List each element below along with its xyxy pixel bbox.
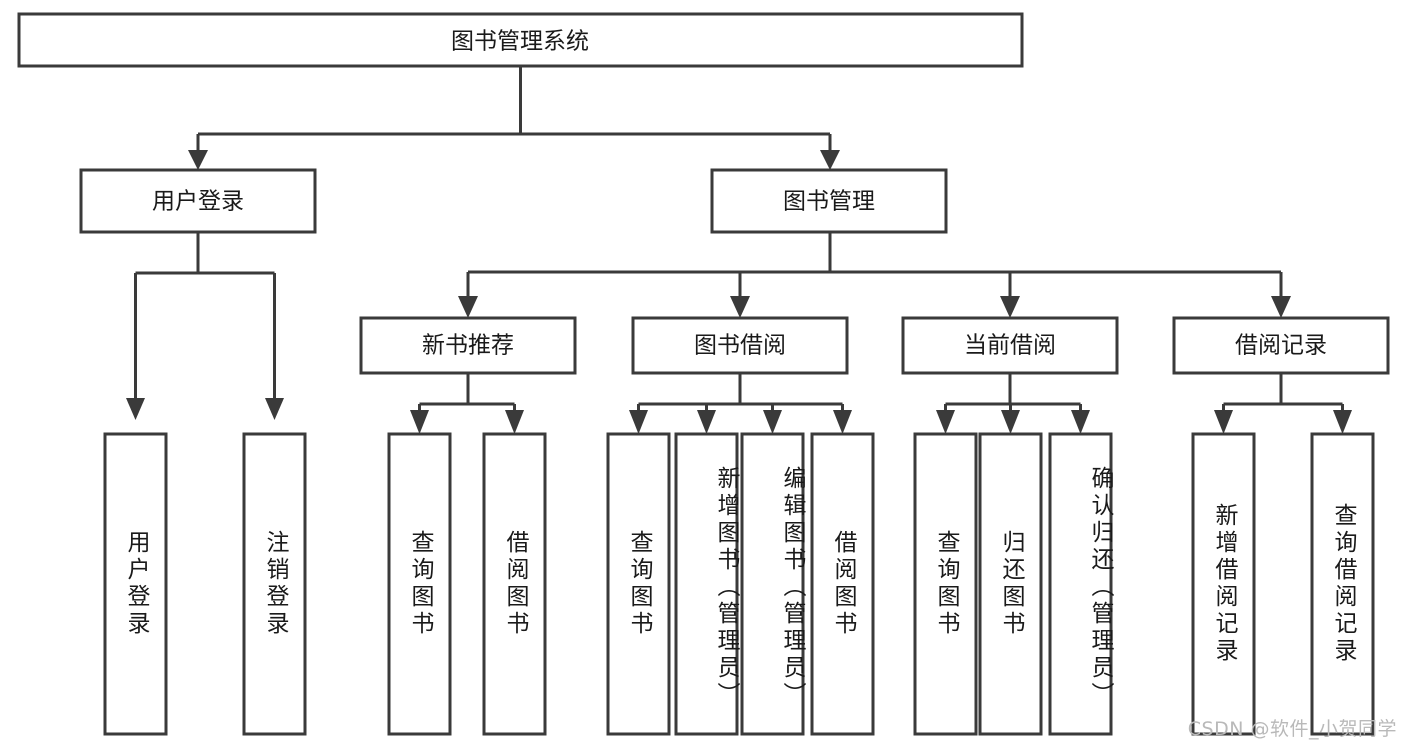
node-leaf-borrow-edit-box[interactable] (740, 432, 805, 736)
node-current-borrow-box[interactable] (901, 316, 1119, 375)
arrow-head-current-return (1001, 410, 1020, 434)
node-user-login-box[interactable] (79, 168, 317, 234)
node-book-management-label: 图书管理 (783, 189, 875, 215)
arrow-head-to-book-borrow (730, 296, 750, 318)
node-new-book-box[interactable] (359, 316, 577, 375)
node-user-login-label: 用户登录 (152, 189, 244, 215)
connector-group-root (188, 66, 840, 170)
node-leaf-current-query-box[interactable] (913, 432, 978, 736)
arrow-head-to-borrow-records (1271, 296, 1291, 318)
node-leaf-borrow-query-box[interactable] (606, 432, 671, 736)
node-leaf-user-login-box[interactable] (103, 432, 168, 736)
arrow-head-records-add (1214, 410, 1233, 434)
arrow-head-borrow-add (697, 410, 716, 434)
node-book-management-box[interactable] (710, 168, 948, 234)
node-leaf-borrow-add-box[interactable] (674, 432, 739, 736)
arrow-head-current-confirm (1071, 410, 1090, 434)
connector-group-user-login (126, 232, 284, 420)
arrow-head-to-user-login (188, 150, 208, 170)
node-leaf-borrow-lend-box[interactable] (810, 432, 875, 736)
connector-group-current-borrow (936, 373, 1090, 434)
connector-group-book-borrow (629, 373, 852, 434)
node-leaf-newbook-query-box[interactable] (387, 432, 452, 736)
arrow-head-to-current-borrow (1000, 296, 1020, 318)
arrow-head-to-book-management (820, 150, 840, 170)
arrow-head-logout-leaf (265, 398, 284, 420)
connector-group-new-book (410, 373, 524, 434)
arrow-head-newbook-query (410, 410, 429, 434)
node-leaf-records-query-box[interactable] (1310, 432, 1375, 736)
node-leaf-records-add-box[interactable] (1191, 432, 1256, 736)
arrow-head-user-login-leaf (126, 398, 145, 420)
node-book-borrow-label: 图书借阅 (694, 333, 786, 359)
node-leaf-newbook-borrow-box[interactable] (482, 432, 547, 736)
connector-group-book-management (458, 232, 1291, 318)
node-leaf-current-return-box[interactable] (978, 432, 1043, 736)
node-leaf-logout-box[interactable] (242, 432, 307, 736)
arrow-head-borrow-lend (833, 410, 852, 434)
node-borrow-records-box[interactable] (1172, 316, 1390, 375)
arrow-head-borrow-edit (763, 410, 782, 434)
arrow-head-to-new-book (458, 296, 478, 318)
node-new-book-label: 新书推荐 (422, 333, 514, 359)
arrow-head-current-query (936, 410, 955, 434)
node-root-label: 图书管理系统 (451, 29, 589, 55)
node-root-box[interactable] (17, 12, 1024, 68)
node-leaf-current-confirm-box[interactable] (1048, 432, 1113, 736)
node-borrow-records-label: 借阅记录 (1235, 333, 1327, 359)
watermark-text: CSDN @软件_小贺同学 (1187, 718, 1397, 740)
arrow-head-records-query (1333, 410, 1352, 434)
arrow-head-newbook-borrow (505, 410, 524, 434)
node-current-borrow-label: 当前借阅 (964, 333, 1056, 359)
arrow-head-borrow-query (629, 410, 648, 434)
connector-group-borrow-records (1214, 373, 1352, 434)
node-book-borrow-box[interactable] (631, 316, 849, 375)
